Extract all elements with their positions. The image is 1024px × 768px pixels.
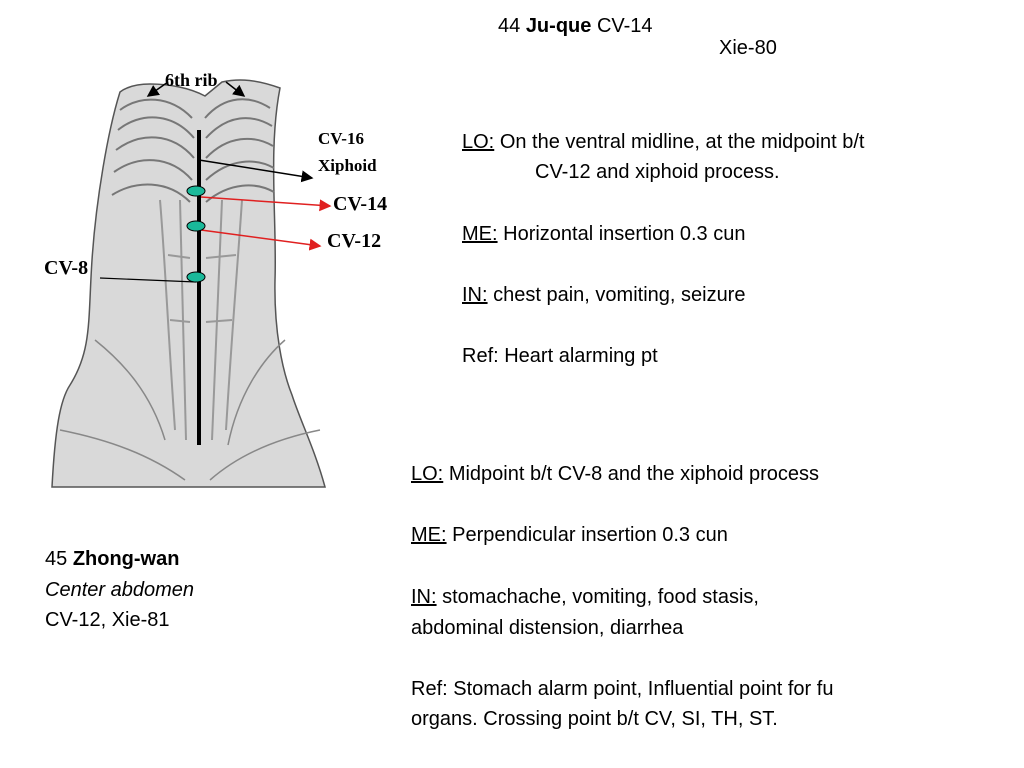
point44-code: CV-14 — [596, 15, 653, 37]
point45-codes: CV-12, Xie-81 — [45, 609, 170, 631]
point45-method: ME: Perpendicular insertion 0.3 cun — [411, 520, 728, 550]
point44-number: 44 — [498, 15, 521, 37]
point44-xie: Xie-80 — [719, 37, 777, 59]
point44-me-text: Horizontal insertion 0.3 cun — [503, 223, 746, 245]
point44-in-label: IN: — [462, 284, 488, 306]
cv14-arrow — [200, 196, 332, 212]
point45-name: Zhong-wan — [72, 548, 180, 570]
point44-method: ME: Horizontal insertion 0.3 cun — [462, 219, 745, 249]
cv16-label: CV-16 — [318, 129, 364, 148]
cv8-label: CV-8 — [44, 257, 89, 279]
point45-reference: Ref: Stomach alarm point, Influential po… — [411, 678, 834, 700]
point44-lo-label: LO: — [462, 131, 495, 153]
point44-in-text: chest pain, vomiting, seizure — [493, 284, 746, 306]
point45-location: LO: Midpoint b/t CV-8 and the xiphoid pr… — [411, 459, 819, 489]
point45-in-text: stomachache, vomiting, food stasis, — [442, 586, 759, 608]
cv8-point-marker — [186, 271, 206, 283]
point45-number: 45 — [45, 548, 68, 570]
rib-label: 6th rib — [165, 70, 218, 90]
point45-indications: IN: stomachache, vomiting, food stasis, — [411, 582, 759, 612]
cv14-point-marker — [186, 185, 206, 197]
point44-lo-text: On the ventral midline, at the midpoint … — [499, 131, 865, 153]
cv8-leader-line — [99, 277, 197, 283]
cv12-label: CV-12 — [327, 230, 382, 252]
point45-me-text: Perpendicular insertion 0.3 cun — [452, 524, 728, 546]
point45-reference-cont: organs. Crossing point b/t CV, SI, TH, S… — [411, 708, 778, 730]
point44-name: Ju-que — [525, 15, 592, 37]
xiphoid-arrow — [198, 159, 314, 183]
torso-illustration — [51, 79, 326, 488]
point44-lo-text-cont: CV-12 and xiphoid process. — [535, 161, 780, 183]
point45-in-text-cont: abdominal distension, diarrhea — [411, 617, 684, 639]
cv14-label: CV-14 — [333, 193, 388, 215]
cv12-point-marker — [186, 220, 206, 232]
point45-lo-label: LO: — [411, 463, 444, 485]
point44-indications: IN: chest pain, vomiting, seizure — [462, 280, 745, 310]
point45-translation: Center abdomen — [45, 579, 194, 601]
point45-heading: 45 Zhong-wan — [45, 544, 179, 574]
point45-me-label: ME: — [411, 524, 447, 546]
point45-lo-text: Midpoint b/t CV-8 and the xiphoid proces… — [448, 463, 820, 485]
cv12-arrow — [200, 229, 322, 251]
point44-me-label: ME: — [462, 223, 498, 245]
point44-location: LO: On the ventral midline, at the midpo… — [462, 127, 864, 157]
rib-arrow-right — [225, 81, 246, 97]
point44-heading: 44 Ju-que CV-14 — [498, 11, 653, 41]
rib-arrow-left — [146, 81, 169, 97]
xiphoid-label: Xiphoid — [318, 156, 377, 175]
point44-reference: Ref: Heart alarming pt — [462, 345, 658, 367]
point45-in-label: IN: — [411, 586, 437, 608]
